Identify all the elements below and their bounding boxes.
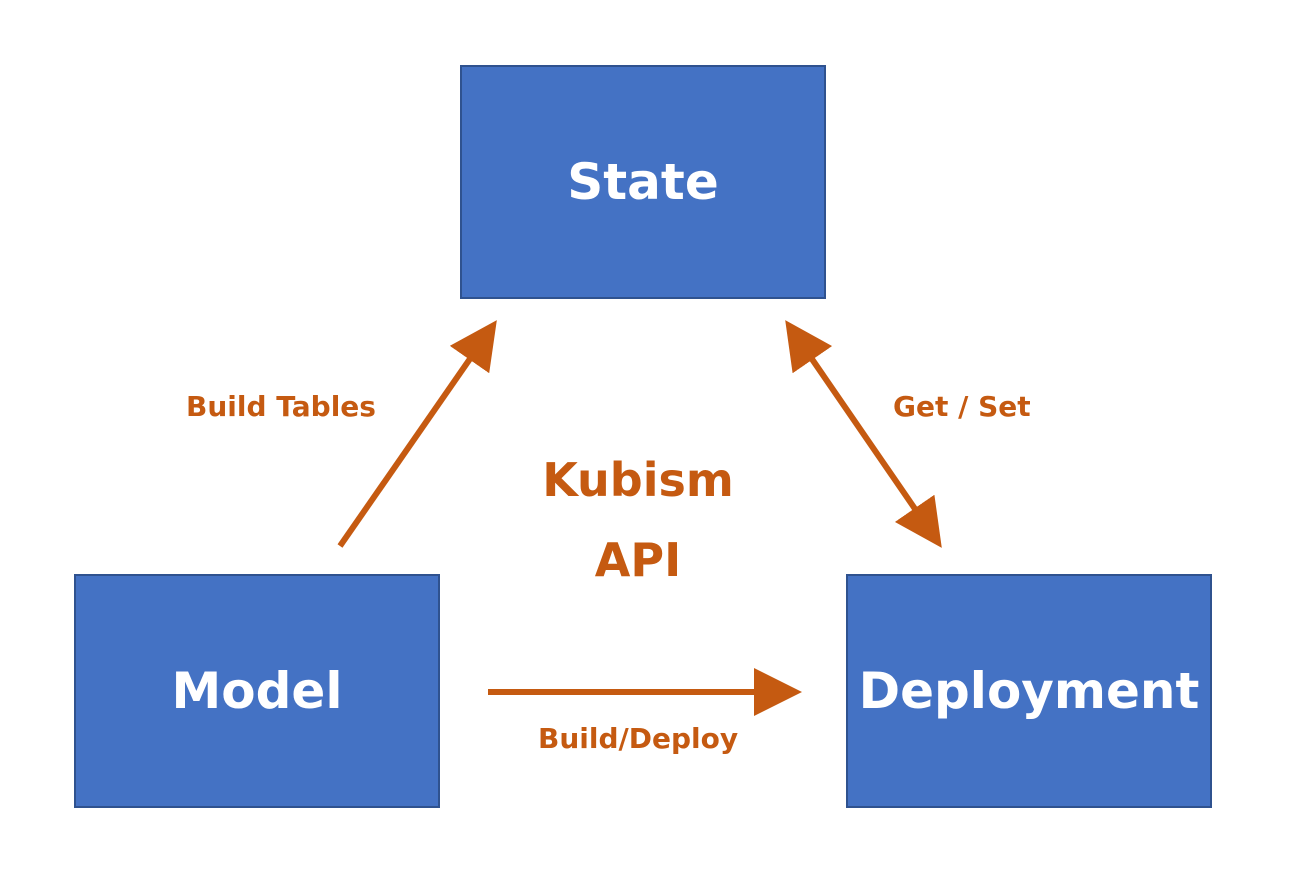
state-node-label: State <box>567 153 719 211</box>
center-title: Kubism API <box>488 440 788 600</box>
deployment-node: Deployment <box>846 574 1212 808</box>
model-node-label: Model <box>171 662 343 720</box>
model-node: Model <box>74 574 440 808</box>
arrow-model-to-state <box>337 320 497 548</box>
edge-label-build-tables: Build Tables <box>186 390 376 423</box>
edge-label-get-set: Get / Set <box>893 390 1031 423</box>
state-node: State <box>460 65 826 299</box>
arrow-state-deployment <box>785 320 942 548</box>
center-title-line-1: Kubism <box>542 453 734 507</box>
edge-label-build-deploy: Build/Deploy <box>538 722 739 755</box>
center-title-line-2: API <box>594 533 682 587</box>
deployment-node-label: Deployment <box>858 662 1200 720</box>
